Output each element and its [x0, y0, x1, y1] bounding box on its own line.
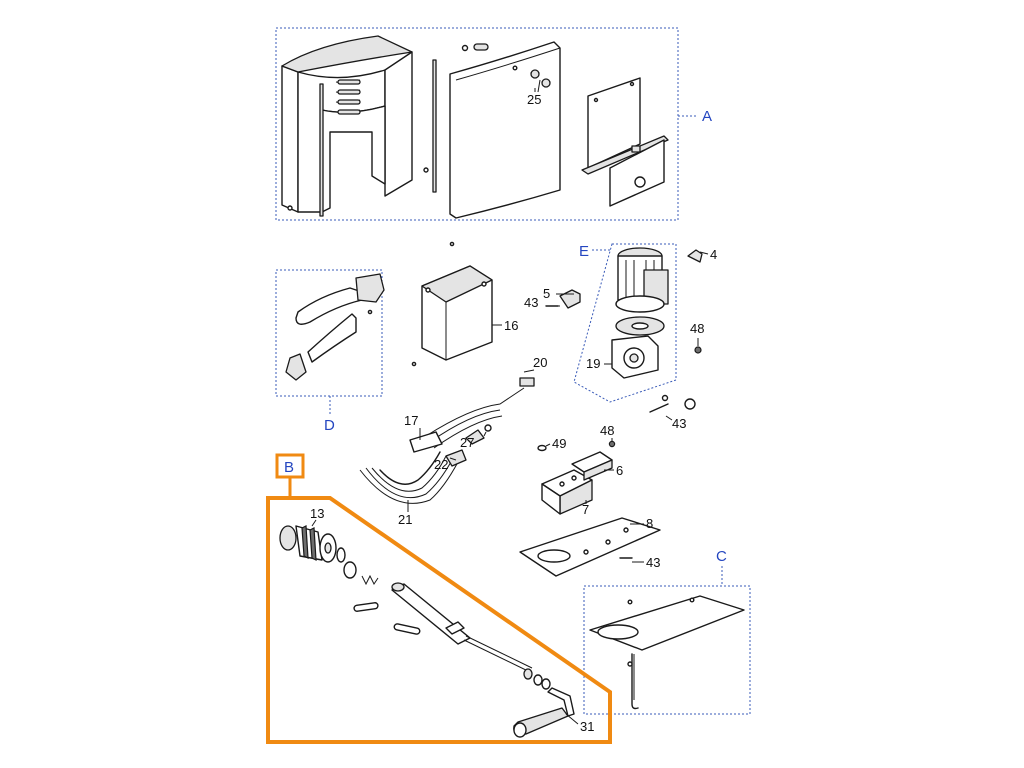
callout-8: 8	[646, 516, 653, 531]
callout-19: 19	[586, 356, 600, 371]
callout-22: 22	[434, 457, 448, 472]
callout-4: 4	[710, 247, 717, 262]
leader-lines	[311, 88, 709, 725]
front-cover	[449, 41, 561, 219]
callout-16: 16	[504, 318, 518, 333]
callout-27: 27	[460, 435, 474, 450]
electric-motor	[615, 247, 669, 313]
group-a-box	[275, 27, 679, 221]
base-plate-8	[519, 517, 661, 577]
group-b-highlight-frame	[266, 496, 612, 744]
housing-body	[281, 35, 413, 213]
side-plate	[581, 77, 669, 207]
callout-21: 21	[398, 512, 412, 527]
small-bushings	[523, 668, 551, 690]
callout-48-b: 48	[600, 423, 614, 438]
group-b-label: B	[284, 459, 294, 476]
callout-31: 31	[580, 719, 594, 734]
pin-2	[393, 623, 421, 635]
group-d-label: D	[324, 417, 335, 434]
pin-1	[353, 602, 379, 612]
group-e-box	[573, 243, 677, 403]
callout-43-b: 43	[672, 416, 686, 431]
callout-43-a: 43	[524, 295, 538, 310]
spring	[361, 574, 379, 586]
callout-43-c: 43	[646, 555, 660, 570]
lock-assembly	[530, 69, 551, 93]
callout-6: 6	[616, 463, 623, 478]
group-d-box	[275, 269, 383, 397]
group-c-label: C	[716, 548, 727, 565]
group-b-manual-release	[266, 453, 612, 744]
callout-48-a: 48	[690, 321, 704, 336]
group-e-motor	[573, 243, 703, 403]
group-c-box	[583, 585, 751, 715]
gear-assembly	[279, 525, 346, 563]
threaded-rods	[319, 59, 437, 217]
group-e-label: E	[579, 243, 589, 260]
group-a-label: A	[702, 108, 712, 125]
callout-49: 49	[552, 436, 566, 451]
control-box	[411, 241, 493, 367]
callout-13: 13	[310, 506, 324, 521]
snap-ring	[343, 561, 357, 579]
crank-handle	[513, 687, 575, 738]
gearbox	[611, 316, 665, 379]
callout-25: 25	[527, 92, 541, 107]
callout-7: 7	[582, 502, 589, 517]
bracket-7	[541, 469, 593, 515]
group-a-housing	[275, 27, 698, 221]
cable-harness	[359, 377, 535, 504]
callout-20: 20	[533, 355, 547, 370]
bracket-6	[571, 451, 613, 481]
group-c-foundation	[583, 566, 751, 715]
group-d-lever	[275, 269, 385, 416]
release-shaft	[391, 582, 533, 673]
callout-17: 17	[404, 413, 418, 428]
callout-5: 5	[543, 286, 550, 301]
